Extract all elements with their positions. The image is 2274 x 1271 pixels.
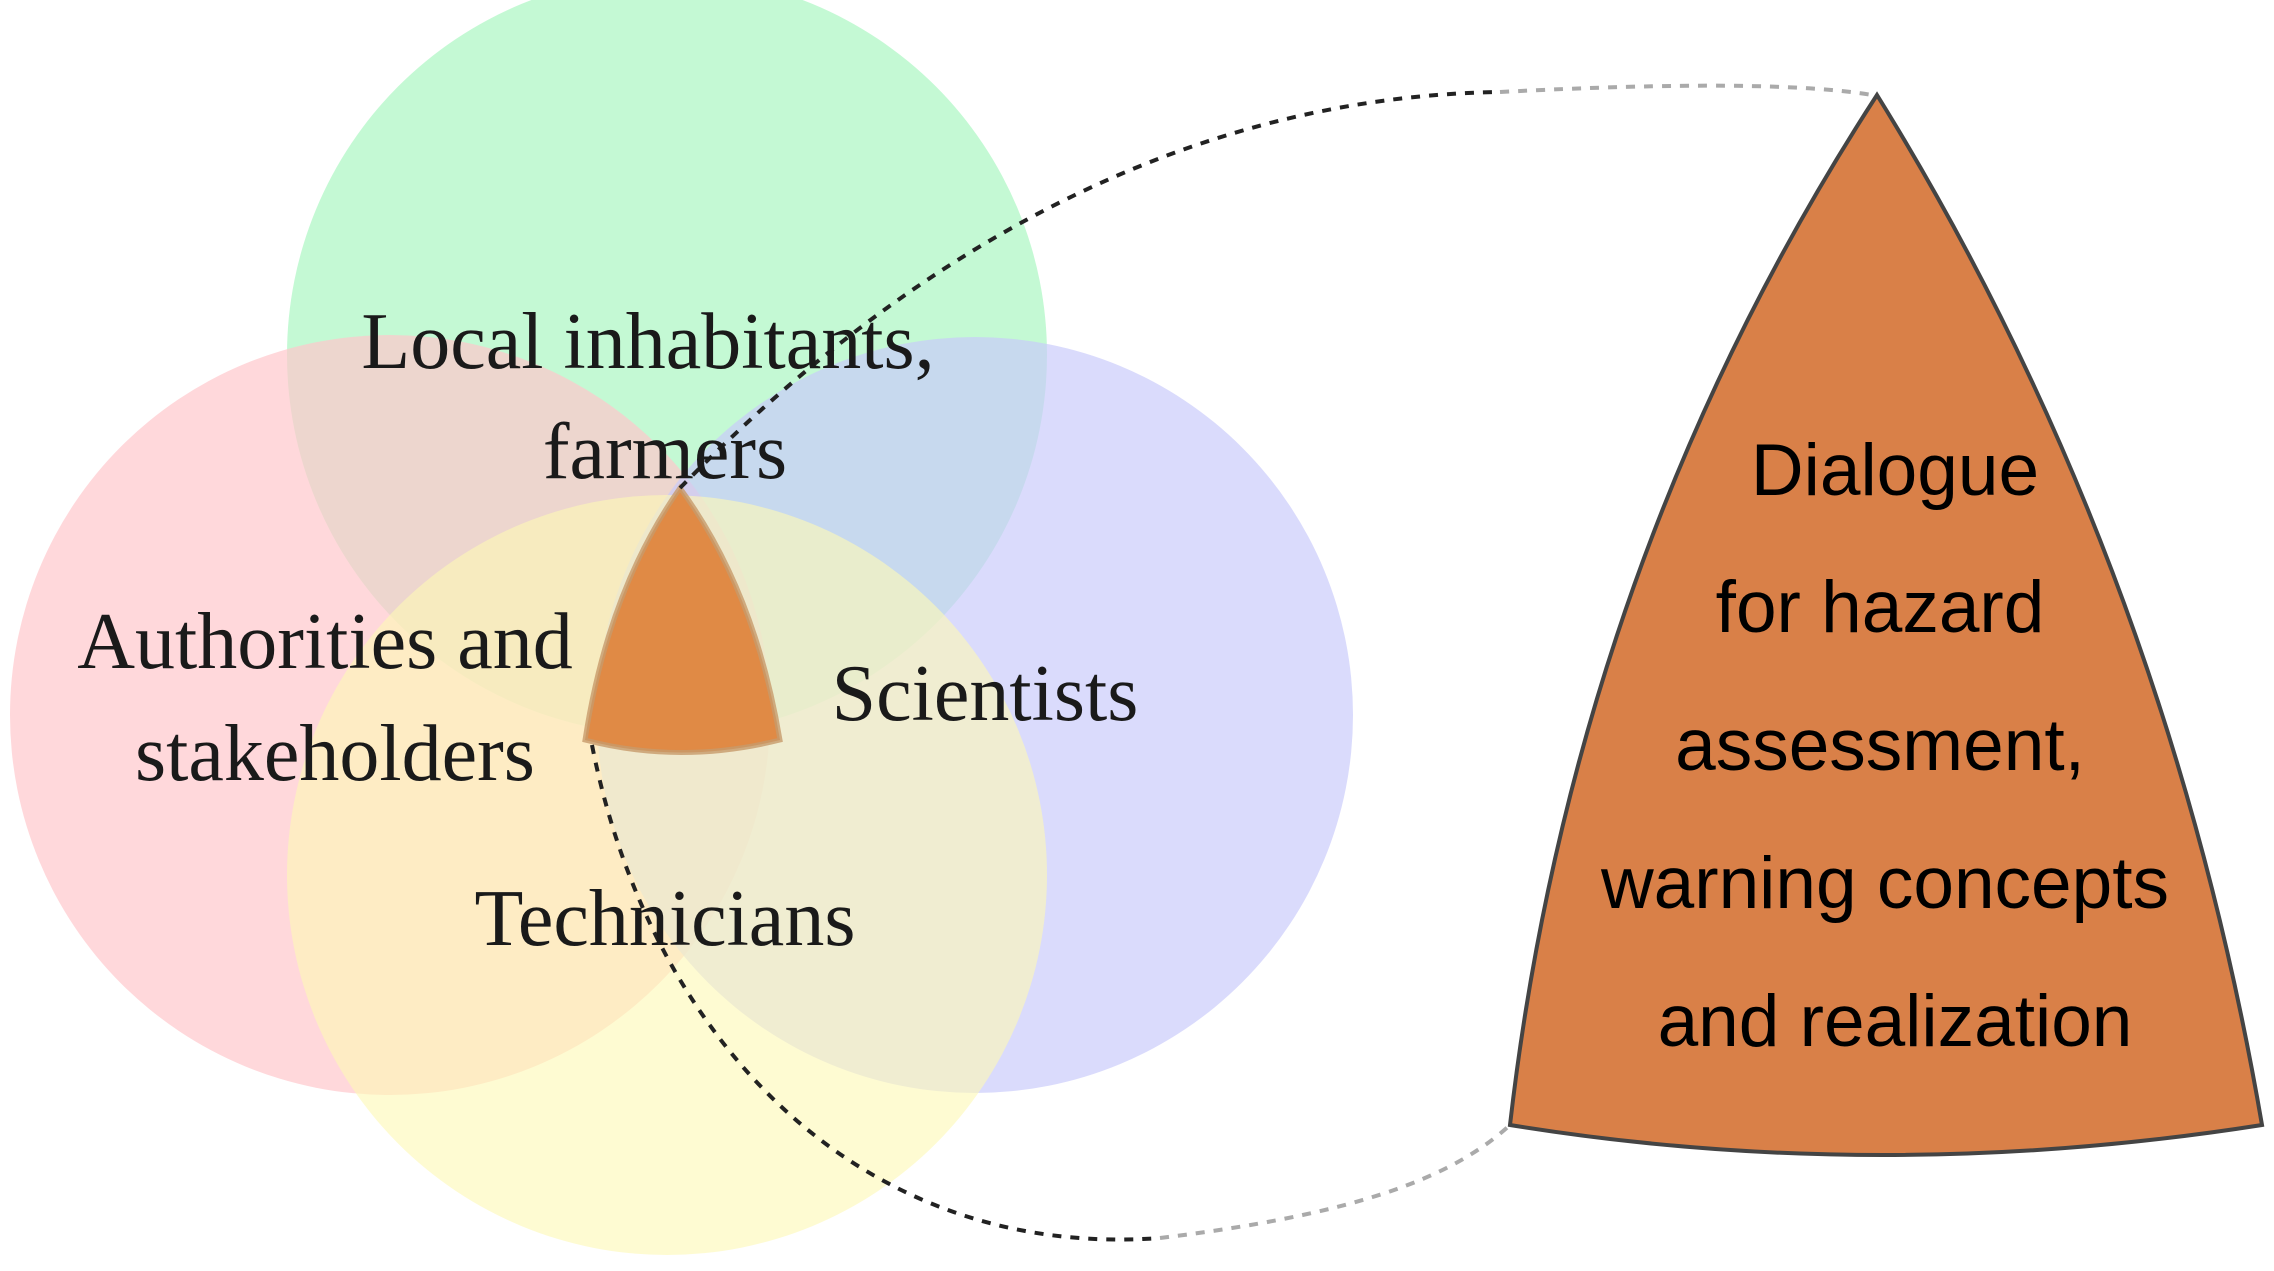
- detail-line-4: warning concepts: [1600, 843, 2169, 924]
- authorities-line-1: Authorities and: [77, 598, 572, 686]
- authorities-label: Authorities and stakeholders: [77, 598, 592, 798]
- venn-circles: [10, 0, 1353, 1255]
- scientists-label: Scientists: [832, 650, 1139, 738]
- detail-shape: [1507, 91, 2265, 1157]
- center-intersection: [582, 483, 783, 755]
- detail-line-2: for hazard: [1716, 567, 2045, 648]
- connector-lower-dark: [590, 744, 1161, 1242]
- detail-line-1: Dialogue: [1751, 430, 2039, 511]
- local-inhabitants-line-2: farmers: [543, 408, 787, 496]
- connector-upper-dark: [678, 90, 1501, 490]
- zoom-connectors: [590, 83, 1873, 1242]
- circle-labels: Local inhabitants, farmers Authorities a…: [77, 298, 1138, 963]
- circle-technicians: [287, 495, 1047, 1255]
- local-inhabitants-line-1: Local inhabitants,: [361, 298, 934, 386]
- authorities-line-2: stakeholders: [135, 710, 535, 798]
- detail-line-3: assessment,: [1675, 705, 2085, 786]
- connector-upper-light: [1499, 83, 1873, 97]
- detail-line-5: and realization: [1658, 981, 2133, 1062]
- local-inhabitants-label: Local inhabitants, farmers: [361, 298, 954, 496]
- detail-text: Dialogue for hazard assessment, warning …: [1600, 430, 2169, 1062]
- technicians-label: Technicians: [475, 875, 856, 963]
- connector-lower-light: [1159, 1123, 1512, 1240]
